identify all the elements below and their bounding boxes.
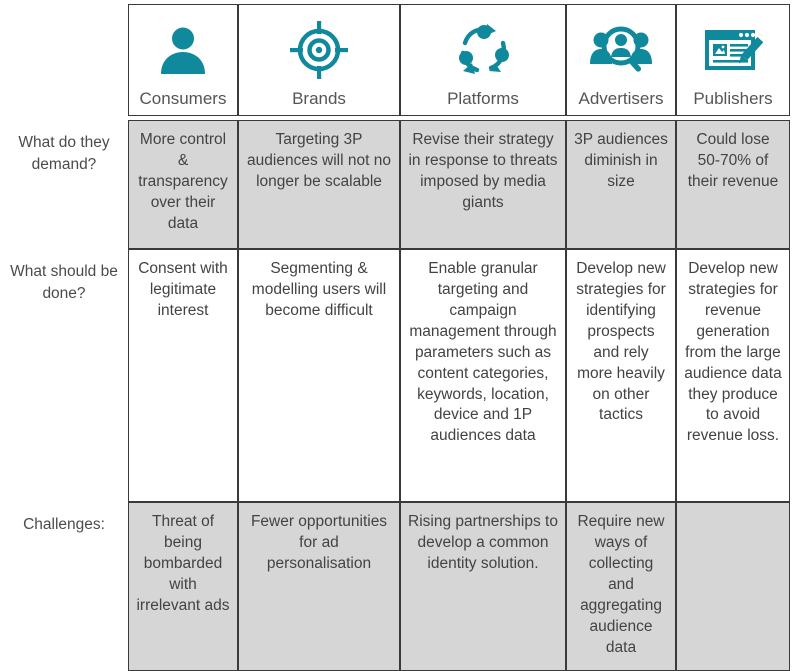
row-label-challenges: Challenges: (0, 502, 128, 671)
person-icon (155, 15, 211, 85)
cell-actions-platforms: Enable granular targeting and campaign m… (400, 249, 566, 502)
cell-demand-consumers: More control & transparency over their d… (128, 120, 238, 249)
column-header-publishers: Publishers (676, 4, 790, 116)
cell-demand-advertisers: 3P audiences diminish in size (566, 120, 676, 249)
cell-actions-advertisers: Develop new strategies for identifying p… (566, 249, 676, 502)
audience-search-icon (589, 15, 653, 85)
cell-demand-brands: Targeting 3P audiences will not no longe… (238, 120, 400, 249)
column-header-label: Brands (292, 89, 346, 109)
column-header-label: Platforms (447, 89, 519, 109)
cell-demand-platforms: Revise their strategy in response to thr… (400, 120, 566, 249)
column-header-label: Advertisers (578, 89, 664, 109)
cell-actions-consumers: Consent with legitimate interest (128, 249, 238, 502)
cell-challenges-brands: Fewer opportunities for ad personalisati… (238, 502, 400, 671)
row-label-demand: What do they demand? (0, 120, 128, 249)
table-header-row: Consumers (0, 4, 790, 116)
header-corner-spacer (0, 4, 128, 116)
publisher-window-icon (703, 15, 763, 85)
column-header-label: Consumers (139, 89, 227, 109)
stakeholder-matrix-table: Consumers (0, 4, 790, 671)
table-row-challenges: Challenges: Threat of being bombarded wi… (0, 502, 790, 671)
cell-challenges-platforms: Rising partnerships to develop a common … (400, 502, 566, 671)
column-header-advertisers: Advertisers (566, 4, 676, 116)
column-header-brands: Brands (238, 4, 400, 116)
cell-demand-publishers: Could lose 50-70% of their revenue (676, 120, 790, 249)
cell-challenges-consumers: Threat of being bombarded with irrelevan… (128, 502, 238, 671)
table-row-demand: What do they demand? More control & tran… (0, 120, 790, 249)
target-icon (290, 15, 348, 85)
cell-actions-publishers: Develop new strategies for revenue gener… (676, 249, 790, 502)
column-header-consumers: Consumers (128, 4, 238, 116)
cell-actions-brands: Segmenting & modelling users will become… (238, 249, 400, 502)
row-label-actions: What should be done? (0, 249, 128, 502)
cell-challenges-publishers (676, 502, 790, 671)
cycle-nodes-icon (453, 15, 513, 85)
table-row-actions: What should be done? Consent with legiti… (0, 249, 790, 502)
column-header-platforms: Platforms (400, 4, 566, 116)
matrix-infographic: Consumers (10, 4, 790, 671)
column-header-label: Publishers (693, 89, 773, 109)
cell-challenges-advertisers: Require new ways of collecting and aggre… (566, 502, 676, 671)
